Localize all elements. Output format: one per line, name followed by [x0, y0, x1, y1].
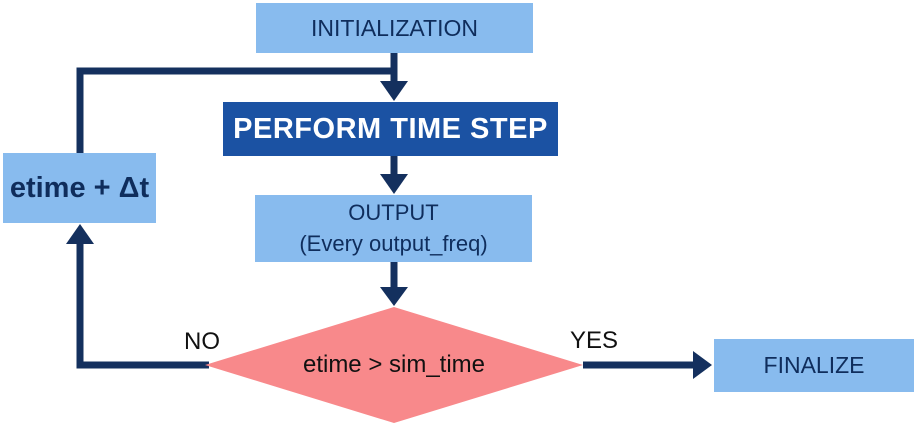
arrowhead-into-output [380, 174, 408, 194]
edge-etime-feedback [76, 67, 394, 155]
node-etime-increment: etime + Δt [3, 153, 156, 223]
arrowhead-into-perform [380, 81, 408, 101]
decision-condition-label: etime > sim_time [205, 307, 583, 423]
node-initialization: INITIALIZATION [256, 3, 533, 53]
node-perform-time-step: PERFORM TIME STEP [223, 102, 558, 156]
branch-label-yes: YES [570, 327, 619, 354]
node-output-line2: (Every output_freq) [299, 230, 488, 256]
arrowhead-into-finalize [693, 351, 712, 379]
branch-label-no: NO [184, 328, 220, 355]
edge-no-branch [76, 242, 209, 369]
node-perform-time-step-label: PERFORM TIME STEP [233, 112, 548, 145]
node-initialization-label: INITIALIZATION [311, 14, 478, 41]
decision-diamond [205, 307, 583, 423]
node-etime-increment-label: etime + Δt [9, 171, 150, 204]
arrowhead-into-etime [66, 224, 94, 244]
decision-condition-text: etime > sim_time [302, 351, 486, 378]
node-finalize-label: FINALIZE [763, 352, 865, 378]
node-output-line1: OUTPUT [348, 199, 439, 225]
node-finalize: FINALIZE [714, 339, 914, 392]
arrowhead-into-decision [380, 287, 408, 306]
node-output: OUTPUT (Every output_freq) [255, 195, 532, 262]
